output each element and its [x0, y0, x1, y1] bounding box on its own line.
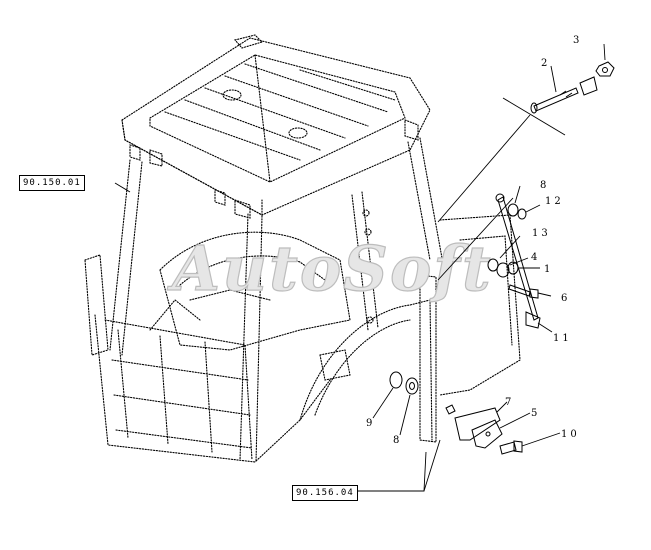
reference-box-90-156-04[interactable]: 90.156.04: [292, 485, 358, 501]
leader-lines: [114, 43, 606, 492]
callout-labels: 3 2 8 12 13 4 1 6 11 7 5 10 9 8: [366, 35, 580, 446]
part-plate-5: [471, 419, 503, 449]
callout-10: 10: [561, 429, 580, 440]
cab-roof: [121, 34, 431, 219]
part-pin-small: [445, 404, 456, 415]
part-bolt-6: [508, 284, 539, 299]
callout-5: 5: [531, 408, 537, 419]
part-nut-3: [595, 61, 615, 77]
part-bolt-2: [530, 87, 579, 114]
callout-4: 4: [531, 252, 537, 263]
callout-6: 6: [561, 293, 567, 304]
part-washer-8a: [507, 203, 527, 220]
part-link-rod: [495, 193, 541, 329]
part-bushing-4: [487, 258, 519, 278]
callout-13: 13: [532, 228, 551, 239]
watermark: AutoSoft: [167, 232, 493, 305]
callout-9: 9: [366, 418, 372, 429]
callout-8-upper: 8: [540, 180, 546, 191]
reference-box-90-150-01[interactable]: 90.150.01: [19, 175, 85, 191]
callout-11: 11: [553, 333, 572, 344]
cab-frame: [84, 137, 521, 463]
callout-2: 2: [541, 58, 547, 69]
part-bracket: [579, 76, 598, 96]
callout-12: 12: [545, 196, 564, 207]
part-plate-7: [454, 407, 501, 441]
part-washers-9-8: [389, 371, 419, 395]
part-bolt-10: [499, 440, 523, 455]
callout-8-lower: 8: [393, 435, 399, 446]
callout-7: 7: [505, 397, 511, 408]
callout-1: 1: [544, 264, 550, 275]
callout-3: 3: [573, 35, 579, 46]
